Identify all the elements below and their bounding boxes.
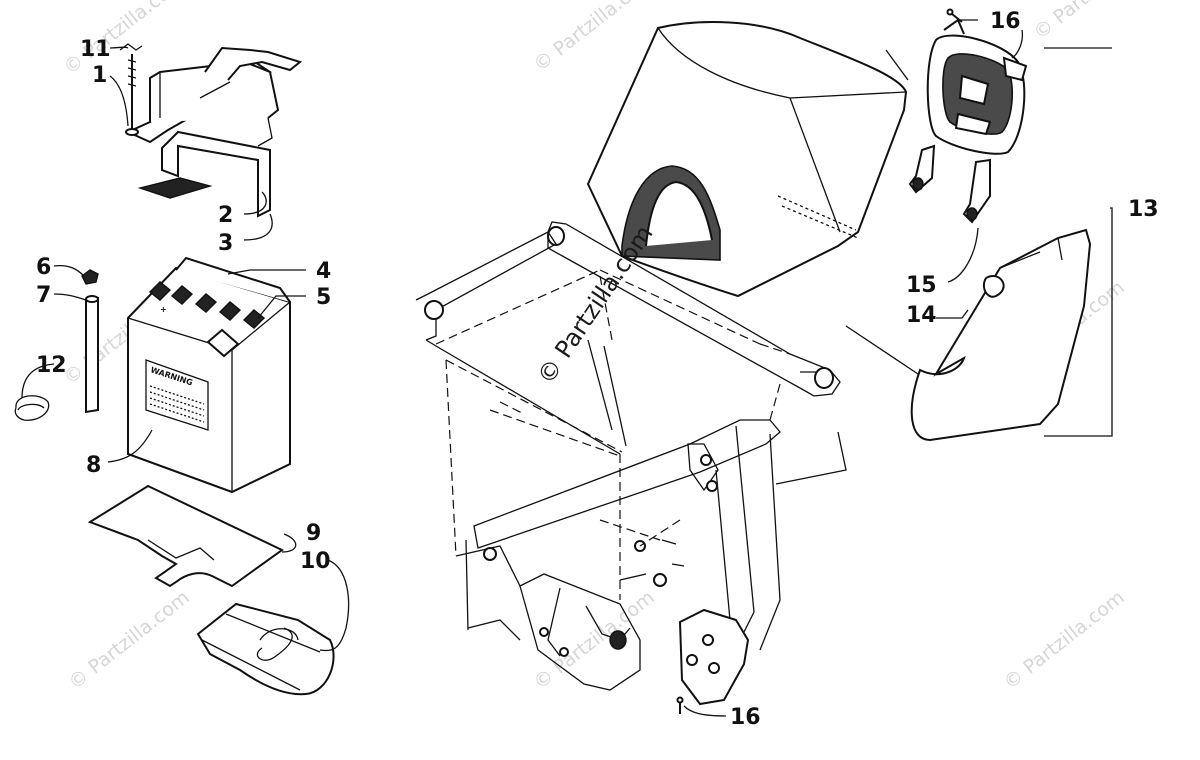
battery-retainer — [161, 130, 271, 218]
hose-clamp — [81, 269, 99, 285]
callout-4: 4 — [316, 259, 331, 284]
callout-3: 3 — [218, 231, 233, 256]
callout-10: 10 — [300, 549, 331, 574]
watermark: © Partzilla.com — [65, 586, 194, 694]
callout-16-top: 16 — [990, 9, 1021, 34]
battery-pad — [137, 177, 213, 199]
battery-box-pad — [87, 484, 284, 588]
callout-9: 9 — [306, 521, 321, 546]
callout-12: 12 — [36, 353, 67, 378]
frame — [415, 221, 841, 706]
callout-13: 13 — [1128, 197, 1159, 222]
callout-6: 6 — [36, 255, 51, 280]
retaining-band — [14, 395, 50, 421]
watermark: © Partzilla.com — [1000, 586, 1129, 694]
vent-hose — [85, 295, 99, 414]
callouts: 11 1 2 3 4 5 6 7 12 8 9 10 16 13 15 14 1… — [36, 9, 1159, 730]
backrest — [908, 18, 1028, 224]
callout-5: 5 — [316, 285, 331, 310]
center-watermark: © Partzilla.com — [532, 220, 659, 389]
side-panel — [910, 228, 1092, 442]
seat-cover — [586, 21, 908, 298]
callout-15: 15 — [906, 273, 937, 298]
watermark: © Partzilla.com — [60, 0, 189, 79]
callout-16-bottom: 16 — [730, 705, 761, 730]
screw — [946, 8, 963, 23]
screw — [676, 696, 684, 714]
watermark: © Partzilla.com — [1030, 0, 1159, 44]
callout-14: 14 — [906, 303, 937, 328]
battery: + WARNING — [127, 256, 291, 494]
battery-terminal-mark: + — [160, 305, 167, 314]
tool-bag — [196, 602, 335, 696]
callout-8: 8 — [86, 453, 101, 478]
callout-1: 1 — [92, 63, 107, 88]
leader-lines — [21, 19, 1113, 717]
watermark: © Partzilla.com — [530, 0, 659, 76]
callout-2: 2 — [218, 203, 233, 228]
wing-bolt — [119, 43, 143, 136]
callout-7: 7 — [36, 283, 51, 308]
callout-11: 11 — [80, 37, 111, 62]
battery-hold-down-bracket — [125, 46, 303, 147]
